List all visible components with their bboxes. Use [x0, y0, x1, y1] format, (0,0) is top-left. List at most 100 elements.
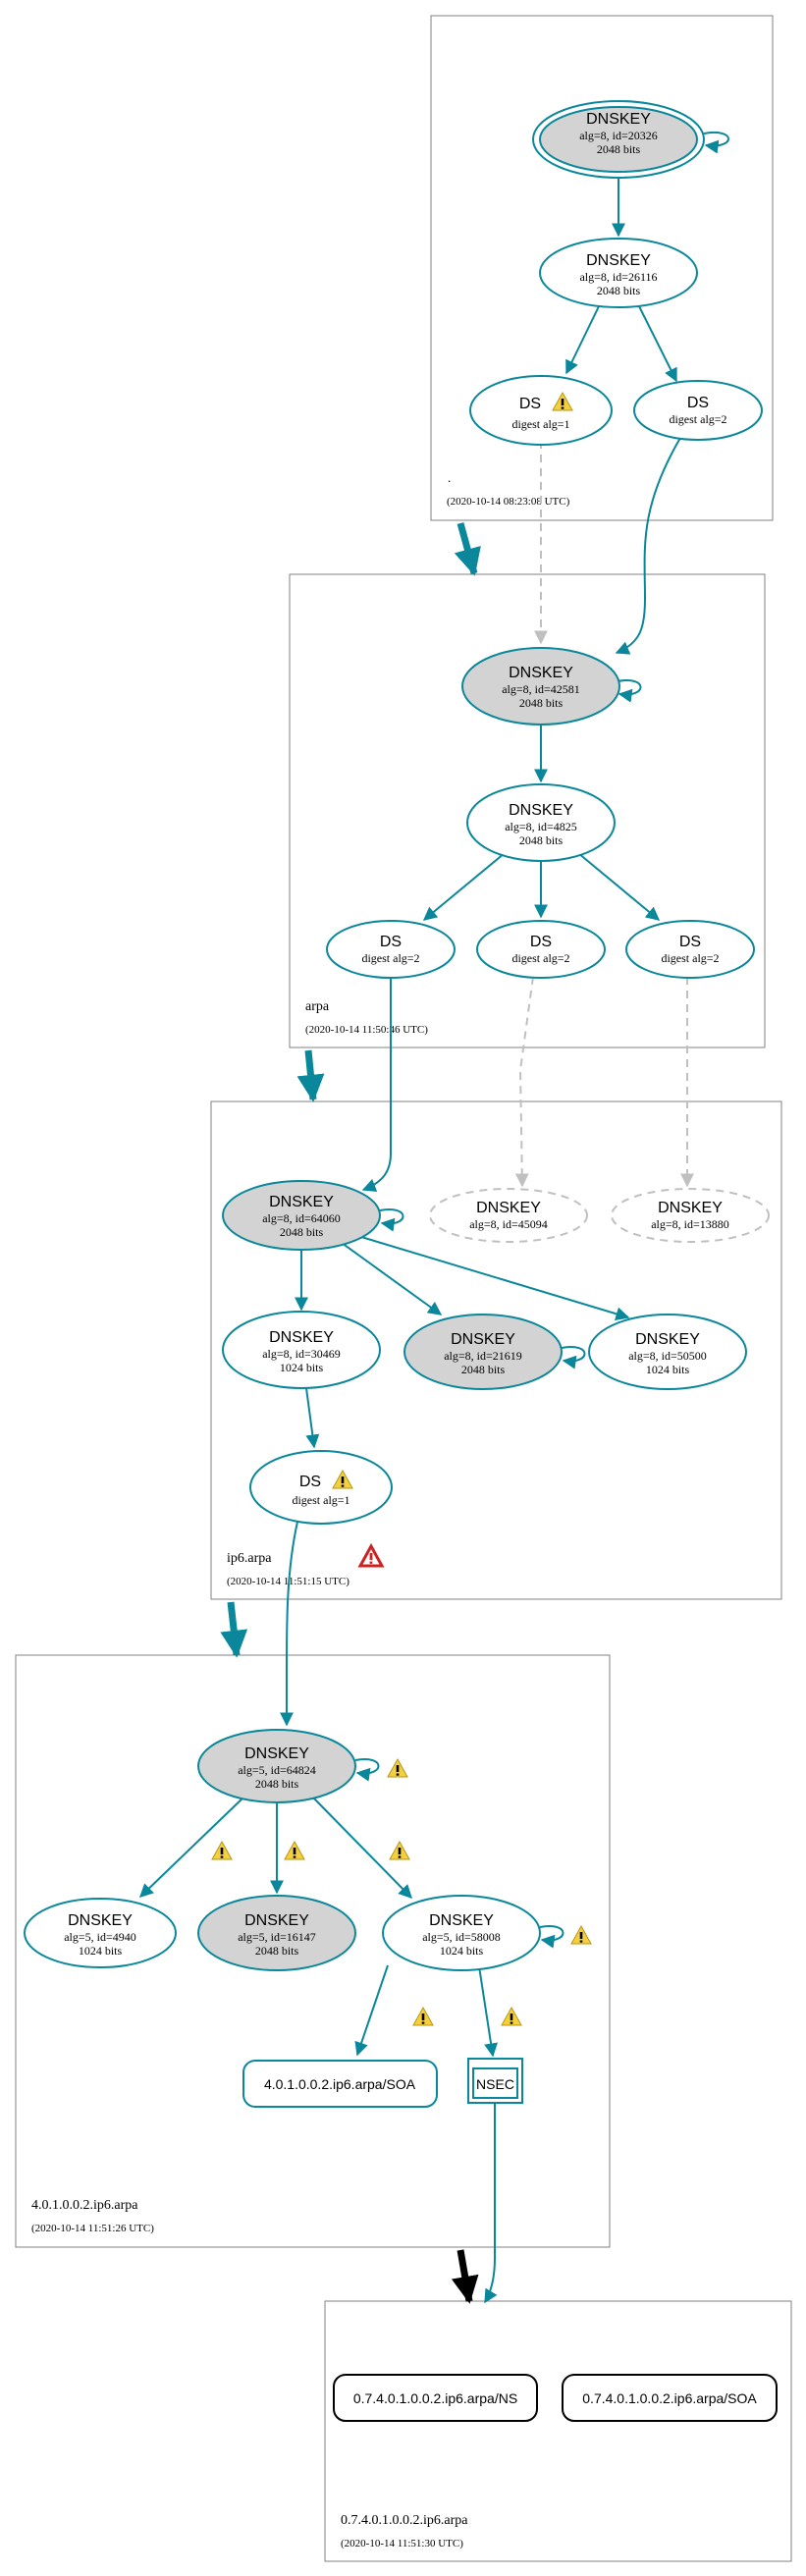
- warning-icon: [501, 2007, 522, 2026]
- node-title: DNSKEY: [586, 111, 651, 128]
- dnskey-node-26116[interactable]: DNSKEY alg=8, id=26116 2048 bits: [539, 238, 698, 308]
- edge: [280, 1521, 298, 1727]
- node-detail: alg=8, id=30469: [262, 1347, 341, 1361]
- edge: [565, 305, 600, 375]
- ds-node-ip6[interactable]: DS digest alg=1: [249, 1450, 393, 1525]
- edge: [361, 977, 392, 1192]
- dnskey-node-21619[interactable]: DNSKEY alg=8, id=21619 2048 bits: [403, 1314, 563, 1390]
- node-title: 0.7.4.0.1.0.0.2.ip6.arpa/NS: [353, 2390, 517, 2406]
- dnskey-node-58008[interactable]: DNSKEY alg=5, id=58008 1024 bits: [382, 1895, 541, 1971]
- node-detail: alg=8, id=26116: [579, 270, 657, 284]
- node-detail: alg=8, id=21619: [444, 1349, 522, 1363]
- node-title: DS: [679, 934, 701, 950]
- node-detail: 1024 bits: [646, 1363, 690, 1376]
- node-title: DNSKEY: [269, 1329, 334, 1346]
- node-title: DNSKEY: [68, 1912, 133, 1929]
- node-detail: alg=5, id=16147: [238, 1930, 316, 1944]
- warning-icon: [387, 1758, 408, 1778]
- self-loop: [379, 1208, 404, 1232]
- zone-box-ip6: [210, 1100, 782, 1600]
- node-title: DS: [380, 934, 402, 950]
- node-detail: 2048 bits: [597, 284, 641, 297]
- node-title: DNSKEY: [429, 1912, 494, 1929]
- node-detail: 2048 bits: [519, 833, 564, 847]
- zone-timestamp-root: (2020-10-14 08:23:08 UTC): [447, 496, 570, 508]
- ds-node-root-2[interactable]: DS digest alg=2: [633, 380, 763, 441]
- dnskey-node-16147[interactable]: DNSKEY alg=5, id=16147 2048 bits: [197, 1895, 356, 1971]
- delegation-arrow-zone4-zone5: [451, 2249, 479, 2304]
- self-loop: [561, 1346, 586, 1369]
- zone-box-0.7.4.0.1.0.0.2: [324, 2300, 792, 2562]
- zone-timestamp-4.0.1.0.0.2: (2020-10-14 11:51:26 UTC): [31, 2223, 154, 2234]
- node-detail: alg=8, id=42581: [502, 682, 580, 696]
- dnskey-node-64824[interactable]: DNSKEY alg=5, id=64824 2048 bits: [197, 1729, 356, 1803]
- dnskey-node-20326[interactable]: DNSKEY alg=8, id=20326 2048 bits: [532, 100, 705, 179]
- node-detail: alg=8, id=13880: [651, 1217, 729, 1231]
- ds-node-root-1[interactable]: DS digest alg=1: [469, 375, 613, 446]
- node-detail: alg=8, id=64060: [262, 1211, 341, 1225]
- node-detail: alg=5, id=64824: [238, 1763, 316, 1777]
- dnskey-node-13880-missing[interactable]: DNSKEY alg=8, id=13880: [611, 1188, 770, 1243]
- node-title: DNSKEY: [244, 1912, 309, 1929]
- node-title: DNSKEY: [451, 1331, 515, 1348]
- node-detail: 1024 bits: [79, 1944, 123, 1958]
- node-detail: digest alg=2: [361, 951, 419, 965]
- node-detail: 2048 bits: [597, 142, 641, 156]
- dnskey-node-50500[interactable]: DNSKEY alg=8, id=50500 1024 bits: [588, 1314, 747, 1390]
- self-loop: [354, 1758, 380, 1782]
- node-title: DNSKEY: [269, 1194, 334, 1210]
- node-detail: digest alg=2: [669, 412, 726, 426]
- node-title: DNSKEY: [244, 1745, 309, 1762]
- zone-name-ip6: ip6.arpa: [227, 1551, 272, 1566]
- node-detail: 2048 bits: [519, 696, 564, 710]
- node-detail: 1024 bits: [440, 1944, 484, 1958]
- dnskey-node-4940[interactable]: DNSKEY alg=5, id=4940 1024 bits: [24, 1898, 177, 1968]
- node-title: DNSKEY: [658, 1200, 723, 1216]
- warning-icon: [284, 1841, 305, 1860]
- dnskey-node-64060[interactable]: DNSKEY alg=8, id=64060 2048 bits: [222, 1180, 381, 1251]
- edge: [360, 1236, 630, 1321]
- edge: [341, 1242, 443, 1315]
- ds-node-arpa-3[interactable]: DS digest alg=2: [625, 920, 755, 979]
- zone-box-root: [430, 15, 774, 521]
- zone-box-4.0.1.0.0.2: [15, 1654, 611, 2248]
- zone-name-arpa: arpa: [305, 999, 330, 1014]
- zone-timestamp-arpa: (2020-10-14 11:50:46 UTC): [305, 1024, 428, 1036]
- node-detail: alg=8, id=20326: [579, 129, 658, 142]
- node-title: 4.0.1.0.0.2.ip6.arpa/SOA: [264, 2076, 416, 2092]
- rrset-node-ns-0.7.4.0.1.0.0.2[interactable]: 0.7.4.0.1.0.0.2.ip6.arpa/NS: [333, 2374, 538, 2422]
- node-detail: alg=8, id=50500: [628, 1349, 707, 1363]
- delegation-arrow-ip6-zone4: [220, 1601, 248, 1658]
- dnskey-node-30469[interactable]: DNSKEY alg=8, id=30469 1024 bits: [222, 1311, 381, 1389]
- edge: [478, 1965, 499, 2058]
- nsec-node[interactable]: NSEC: [467, 2058, 523, 2104]
- dnskey-node-45094-missing[interactable]: DNSKEY alg=8, id=45094: [429, 1188, 588, 1243]
- node-detail: digest alg=1: [511, 417, 569, 431]
- self-loop: [703, 131, 729, 154]
- node-title: DS: [299, 1474, 321, 1490]
- warning-icon: [389, 1841, 410, 1860]
- ds-node-arpa-2[interactable]: DS digest alg=2: [476, 920, 606, 979]
- node-title: DS: [530, 934, 552, 950]
- rrset-node-soa-0.7.4.0.1.0.0.2[interactable]: 0.7.4.0.1.0.0.2.ip6.arpa/SOA: [562, 2374, 778, 2422]
- node-title: DNSKEY: [586, 252, 651, 269]
- node-title: DNSKEY: [509, 802, 573, 819]
- node-title: DS: [519, 396, 541, 412]
- delegation-arrow-root-arpa: [454, 522, 481, 576]
- node-detail: 2048 bits: [280, 1225, 324, 1239]
- edge: [577, 852, 661, 921]
- node-detail: digest alg=2: [511, 951, 569, 965]
- ds-node-arpa-1[interactable]: DS digest alg=2: [326, 920, 456, 979]
- rrset-node-soa-4.0.1.0.0.2[interactable]: 4.0.1.0.0.2.ip6.arpa/SOA: [242, 2060, 438, 2108]
- self-loop: [539, 1925, 564, 1949]
- node-detail: alg=8, id=4825: [505, 820, 577, 833]
- edge: [638, 305, 677, 383]
- edge: [138, 1796, 245, 1898]
- error-icon: [358, 1544, 384, 1568]
- zone-name-0.7.4.0.1.0.0.2: 0.7.4.0.1.0.0.2.ip6.arpa: [341, 2513, 468, 2528]
- dnskey-node-4825[interactable]: DNSKEY alg=8, id=4825 2048 bits: [466, 783, 616, 862]
- dnskey-node-42581[interactable]: DNSKEY alg=8, id=42581 2048 bits: [461, 647, 620, 725]
- edge: [305, 1387, 320, 1449]
- node-detail: alg=8, id=45094: [469, 1217, 548, 1231]
